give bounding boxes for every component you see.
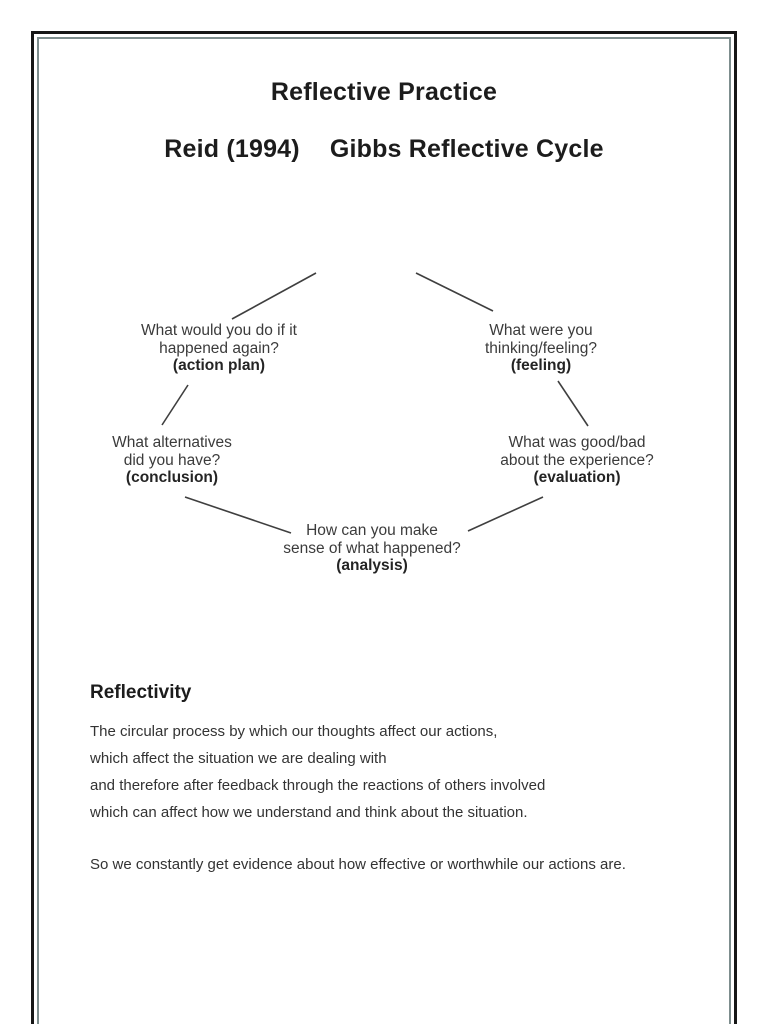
node-analysis-text: sense of what happened? bbox=[283, 539, 461, 557]
reflectivity-summary: So we constantly get evidence about how … bbox=[90, 856, 626, 873]
node-conclusion-label: (conclusion) bbox=[125, 469, 219, 486]
connector-apex-left-line bbox=[231, 272, 317, 320]
node-analysis: How can you make sense of what happened?… bbox=[283, 522, 461, 575]
reflectivity-line: The circular process by which our though… bbox=[90, 723, 498, 740]
node-evaluation-label: (evaluation) bbox=[533, 469, 621, 486]
reflectivity-line: which can affect how we understand and t… bbox=[90, 804, 528, 821]
connector-feeling-evaluation-line bbox=[557, 380, 589, 427]
subtitle-cycle-name: Gibbs Reflective Cycle bbox=[329, 135, 604, 163]
node-feeling-label: (feeling) bbox=[510, 357, 572, 374]
node-evaluation-text: What was good/bad bbox=[508, 434, 646, 451]
reflectivity-line: which affect the situation we are dealin… bbox=[90, 750, 387, 767]
node-action-plan: What would you do if it happened again? … bbox=[141, 322, 297, 375]
page-border-outer bbox=[31, 31, 737, 1024]
connector-action-plan-conclusion-line bbox=[161, 384, 189, 426]
node-action-plan-label: (action plan) bbox=[172, 357, 266, 374]
reflectivity-line: and therefore after feedback through the… bbox=[90, 777, 546, 794]
connector-conclusion-analysis-line bbox=[184, 496, 292, 534]
document-title: Reflective Practice bbox=[270, 78, 498, 106]
connector-evaluation-analysis-line bbox=[467, 496, 544, 532]
subtitle-citation: Reid (1994) bbox=[164, 135, 300, 163]
page-border-inner bbox=[37, 37, 731, 1024]
node-evaluation-text: about the experience? bbox=[500, 451, 654, 469]
node-conclusion-text: What alternatives bbox=[112, 434, 232, 451]
node-analysis-text: How can you make bbox=[306, 522, 438, 539]
reflectivity-heading: Reflectivity bbox=[90, 682, 192, 703]
reflectivity-paragraph: The circular process by which our though… bbox=[90, 718, 690, 878]
node-evaluation: What was good/bad about the experience? … bbox=[500, 434, 653, 487]
node-feeling: What were you thinking/feeling? (feeling… bbox=[485, 322, 597, 375]
node-action-plan-text: happened again? bbox=[159, 339, 279, 357]
node-feeling-text: thinking/feeling? bbox=[484, 339, 598, 357]
node-analysis-label: (analysis) bbox=[336, 557, 408, 574]
node-action-plan-text: What would you do if it bbox=[141, 322, 297, 339]
node-conclusion-text: did you have? bbox=[123, 451, 221, 469]
connector-apex-right-line bbox=[415, 272, 494, 312]
node-feeling-text: What were you bbox=[489, 322, 593, 339]
document-subtitle: Reid (1994) Gibbs Reflective Cycle bbox=[0, 136, 768, 162]
node-conclusion: What alternatives did you have? (conclus… bbox=[112, 434, 232, 487]
